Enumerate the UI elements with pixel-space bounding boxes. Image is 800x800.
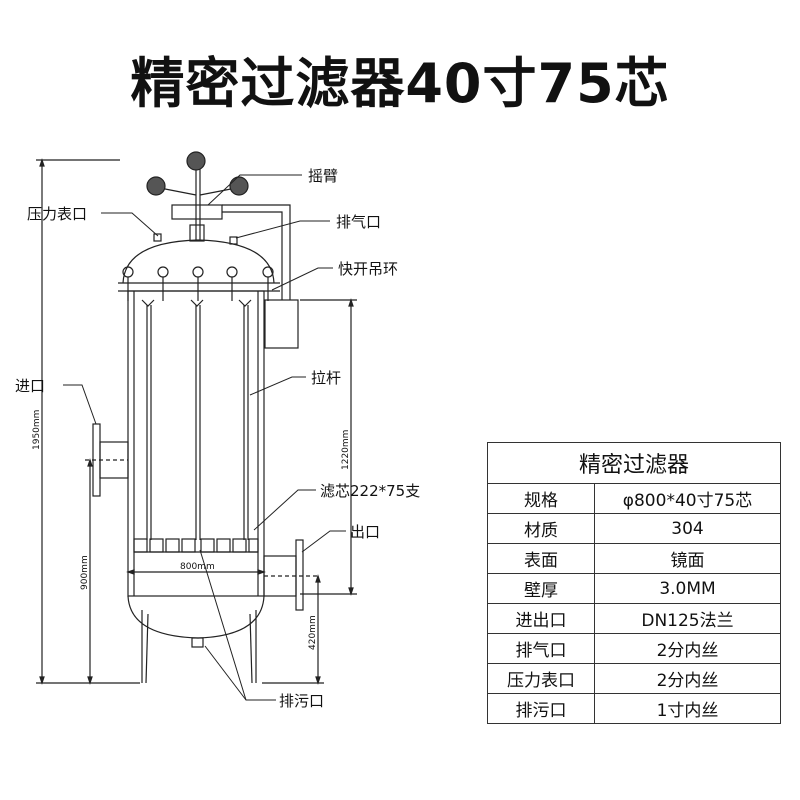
dome-head — [122, 239, 275, 284]
dim-total-height: 1950mm — [32, 410, 42, 450]
tie-rods — [141, 299, 252, 540]
table-row: 表面镜面 — [487, 543, 781, 574]
inlet-nozzle — [85, 423, 129, 497]
label-air-vent: 排气口 — [336, 213, 381, 231]
cartridge-holders — [133, 538, 259, 553]
rocker-arm — [146, 151, 249, 242]
dim-outlet-height: 420mm — [308, 615, 318, 650]
outlet-nozzle — [263, 539, 318, 611]
dim-diameter: 800mm — [180, 562, 215, 572]
spec-table-header: 精密过滤器 — [487, 442, 781, 484]
dim-cartridge-length: 1220mm — [341, 430, 351, 470]
dim-inlet-height: 900mm — [80, 555, 90, 590]
label-cartridge: 滤芯222*75支 — [320, 482, 420, 500]
label-drain: 排污口 — [279, 692, 324, 710]
label-inlet: 进口 — [15, 377, 45, 395]
leader-lines — [63, 174, 346, 701]
label-outlet: 出口 — [350, 523, 380, 541]
label-pressure-gauge: 压力表口 — [27, 205, 87, 223]
label-rocker-arm: 摇臂 — [308, 167, 338, 185]
page-title: 精密过滤器40寸75芯 — [130, 52, 670, 115]
quick-open-rings — [122, 266, 274, 301]
dimension-lines — [36, 158, 357, 685]
label-tie-rod: 拉杆 — [311, 369, 341, 387]
label-quick-ring: 快开吊环 — [338, 260, 398, 278]
